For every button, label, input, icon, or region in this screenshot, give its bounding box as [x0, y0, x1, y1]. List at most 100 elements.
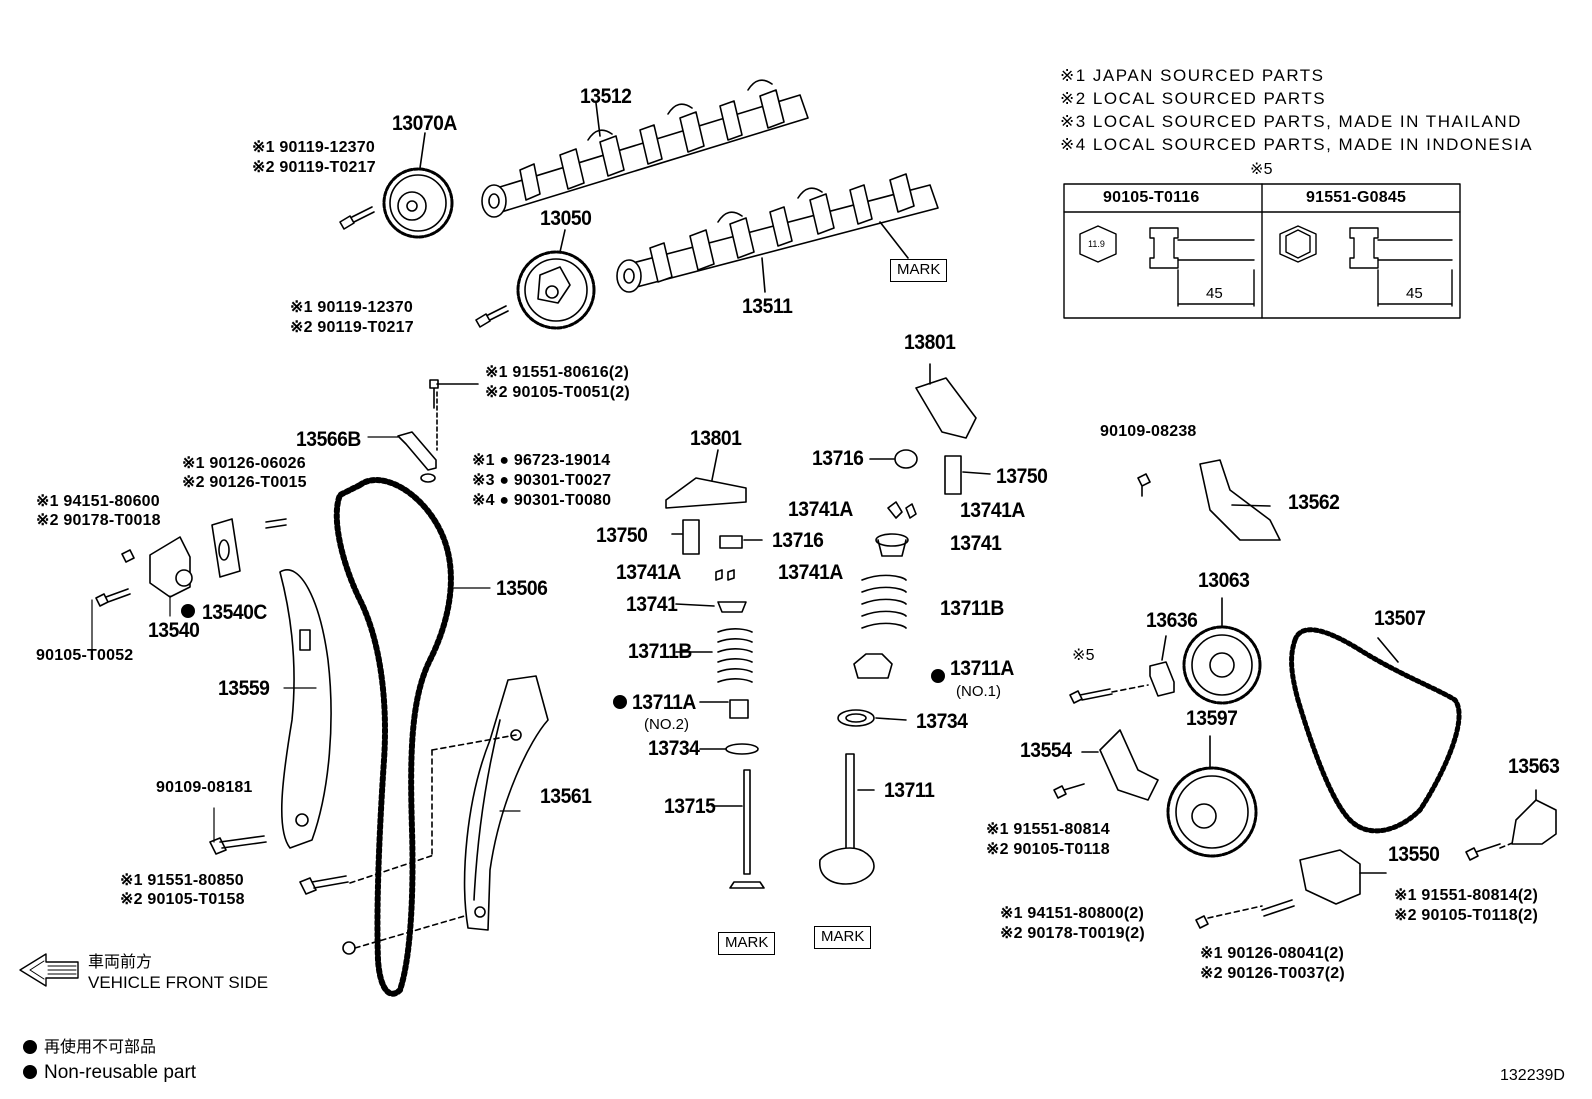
- tensioner-13540: [149, 518, 241, 598]
- part-13550: 13550: [1388, 843, 1440, 866]
- part-13741A-3: 13741A: [616, 561, 681, 584]
- part-13507: 13507: [1374, 607, 1426, 630]
- front-label-jp: 車両前方: [88, 952, 153, 971]
- callout-4c: ※4 ● 90301-T0080: [472, 492, 612, 509]
- bolt-table-caption: ※5: [1250, 161, 1273, 178]
- rocker-arm-13801-left: [665, 477, 747, 509]
- callout-7a: ※1 91551-80850: [120, 872, 244, 889]
- part-13741A-1: 13741A: [788, 498, 853, 521]
- part-13506: 13506: [496, 577, 548, 600]
- hex-size: 11.9: [1088, 239, 1105, 249]
- callout-3b: ※2 90105-T0051(2): [485, 384, 630, 401]
- part-13511: 13511: [742, 295, 793, 318]
- callout-5b: ※2 90126-T0015: [182, 474, 307, 491]
- nonreuse-label-jp: 再使用不可部品: [44, 1037, 157, 1056]
- bolt-table-col2: 91551-G0845: [1306, 189, 1407, 206]
- guide-13559: [279, 569, 332, 849]
- callout-9b: ※2 90178-T0019(2): [1000, 925, 1145, 942]
- part-13741-right: 13741: [950, 532, 1002, 555]
- chain-13506: [333, 477, 454, 997]
- guide-13561: [463, 675, 549, 931]
- bolt-length-1: 45: [1206, 285, 1223, 302]
- callout-6b: ※2 90178-T0018: [36, 512, 161, 529]
- callout-4a: ※1 ● 96723-19014: [472, 452, 611, 469]
- part-13566B: 13566B: [296, 428, 361, 451]
- part-13715: 13715: [664, 795, 716, 818]
- part-13512: 13512: [580, 85, 632, 108]
- part-13716-left: 13716: [772, 529, 824, 552]
- mark-box-valve-left: MARK: [718, 932, 776, 955]
- part-13554: 13554: [1020, 739, 1072, 762]
- valve-stack-right: [819, 449, 991, 885]
- part-13050: 13050: [540, 207, 592, 230]
- part-13711A-no2: 13711A: [632, 691, 696, 714]
- bolt-table-col1: 90105-T0116: [1103, 189, 1200, 206]
- note-1: ※1 JAPAN SOURCED PARTS: [1060, 66, 1325, 85]
- guide-13563: [1511, 799, 1557, 845]
- callout-5a: ※1 90126-06026: [182, 455, 306, 472]
- part-13741A-4: 13741A: [778, 561, 843, 584]
- bolt-table: [1063, 183, 1461, 319]
- mark-box-valve-right: MARK: [814, 926, 872, 949]
- part-13711: 13711: [884, 779, 935, 802]
- sprocket-13070A: [382, 132, 454, 239]
- part-13540: 13540: [148, 619, 200, 642]
- callout-8b: ※2 90105-T0118: [986, 841, 1110, 858]
- part-90109-08238: 90109-08238: [1100, 423, 1197, 440]
- part-13750-left: 13750: [596, 524, 648, 547]
- tensioner-13550: [1299, 849, 1361, 905]
- part-note-5: ※5: [1072, 647, 1095, 664]
- nonreuse-label: Non-reusable part: [44, 1062, 197, 1083]
- rocker-arm-13801-right: [915, 377, 977, 439]
- part-13711A-no1: 13711A: [950, 657, 1014, 680]
- part-13741A-2: 13741A: [960, 499, 1025, 522]
- nonreuse-dots: [23, 604, 945, 1079]
- part-13063: 13063: [1198, 569, 1250, 592]
- callout-10b: ※2 90126-T0037(2): [1200, 965, 1345, 982]
- bushing-13636: [1149, 661, 1175, 697]
- note-3: ※3 LOCAL SOURCED PARTS, MADE IN THAILAND: [1060, 112, 1522, 131]
- part-13801-left: 13801: [690, 427, 742, 450]
- part-13734-right: 13734: [916, 710, 968, 733]
- leaders: [91, 436, 521, 843]
- callout-6a: ※1 94151-80600: [36, 493, 160, 510]
- part-90109-08181: 90109-08181: [156, 779, 253, 796]
- callout-2a: ※1 90119-12370: [290, 299, 413, 316]
- note-2: ※2 LOCAL SOURCED PARTS: [1060, 89, 1327, 108]
- camshaft-13512: [481, 79, 809, 218]
- part-13597: 13597: [1186, 707, 1238, 730]
- part-13563: 13563: [1508, 755, 1560, 778]
- part-13540C: 13540C: [202, 601, 267, 624]
- vehicle-front-arrow: [19, 953, 79, 987]
- callout-3a: ※1 91551-80616(2): [485, 364, 630, 381]
- sprocket-13063: [1182, 597, 1262, 705]
- part-13636: 13636: [1146, 609, 1198, 632]
- part-13716-right: 13716: [812, 447, 864, 470]
- part-13562: 13562: [1288, 491, 1340, 514]
- bolt-length-2: 45: [1406, 285, 1423, 302]
- guide-13554: [1099, 729, 1159, 801]
- part-13711A-no2-label: (NO.2): [644, 716, 689, 733]
- callout-1a: ※1 90119-12370: [252, 139, 375, 156]
- callout-11b: ※2 90105-T0118(2): [1394, 907, 1539, 924]
- callout-8a: ※1 91551-80814: [986, 821, 1110, 838]
- part-13711A-no1-label: (NO.1): [956, 683, 1001, 700]
- callout-10a: ※1 90126-08041(2): [1200, 945, 1345, 962]
- callout-11a: ※1 91551-80814(2): [1394, 887, 1539, 904]
- reference-number: 132239D: [1500, 1067, 1565, 1084]
- mark-box-camshaft: MARK: [890, 259, 948, 282]
- part-13734-left: 13734: [648, 737, 700, 760]
- part-13711B-left: 13711B: [628, 640, 692, 663]
- part-13801-right: 13801: [904, 331, 956, 354]
- camshaft-13511: [616, 173, 939, 293]
- part-13741-left: 13741: [626, 593, 678, 616]
- callout-9a: ※1 94151-80800(2): [1000, 905, 1145, 922]
- bracket-13566B: [397, 431, 437, 471]
- guide-13562: [1199, 459, 1281, 541]
- part-90105-T0052: 90105-T0052: [36, 647, 134, 664]
- callout-4b: ※3 ● 90301-T0027: [472, 472, 612, 489]
- part-13559: 13559: [218, 677, 270, 700]
- valve-stack-left: [671, 519, 765, 889]
